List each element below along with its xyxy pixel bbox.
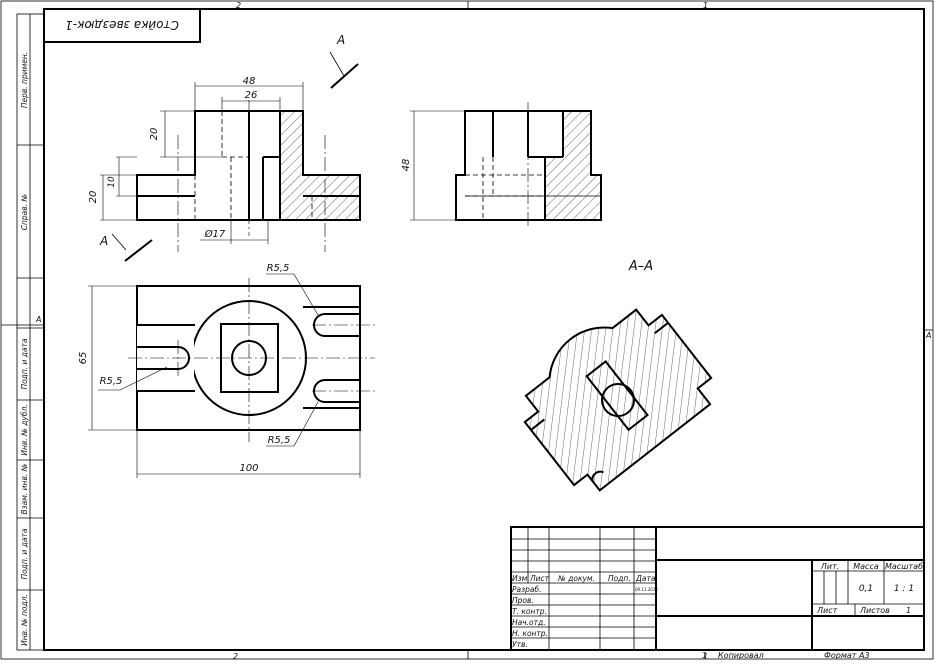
dim-10: 10 [107, 176, 117, 188]
strip-label-3: Подп. и дата [20, 338, 29, 389]
section-arrow-bottom [111, 233, 153, 262]
footer-format: Формат А3 [824, 651, 870, 660]
dim-100: 100 [239, 463, 258, 474]
dim-radius-left: R5,5 [100, 376, 123, 387]
strip-label-1: Перв. примен. [20, 52, 29, 108]
tb-mass-value: 0,1 [859, 584, 873, 594]
tb-scale-label: Масштаб [885, 562, 923, 571]
section-arrow-top-label: A [336, 33, 345, 47]
section-arrow-top [329, 51, 359, 89]
dim-20-left: 20 [88, 191, 99, 204]
corner-stamp-text: Стойка звездюк-1 [65, 18, 179, 32]
strip-label-6: Подп. и дата [20, 528, 29, 579]
dim-diameter-17: Ø17 [204, 228, 226, 240]
tb-sheets-label: Листов [859, 606, 890, 615]
tb-header-izm: Изм [512, 574, 528, 583]
zone-top-right: 1 [703, 1, 708, 10]
title-block [510, 526, 925, 651]
section-arrow-bottom-label: A [99, 234, 108, 248]
zone-side-left: A [35, 315, 41, 324]
footer-copied: Копировал [718, 651, 764, 660]
dim-radius-top: R5,5 [267, 263, 290, 274]
strip-label-7: Инв. № подл. [20, 594, 29, 646]
dim-65: 65 [78, 352, 89, 365]
dim-radius-bottom: R5,5 [268, 435, 291, 446]
dim-48-side: 48 [401, 159, 412, 172]
tb-header-doc: № докум. [557, 574, 595, 583]
tb-lit-label: Лит. [820, 562, 839, 571]
tb-role-develop: Разраб. [512, 585, 541, 594]
footer-page: 1 [702, 651, 707, 660]
tb-scale-value: 1 : 1 [894, 584, 914, 594]
tb-mass-label: Масса [853, 562, 879, 571]
tb-sheet-label: Лист [816, 606, 838, 615]
tb-role-ncontrol: Н. контр. [512, 629, 548, 638]
zone-side-right: A [925, 331, 931, 340]
top-view [88, 273, 375, 478]
dim-20-top: 20 [149, 128, 160, 141]
tb-sheets-value: 1 [906, 606, 911, 615]
tb-header-date: Дата [635, 574, 656, 583]
side-view [410, 102, 602, 228]
dim-48: 48 [243, 76, 256, 87]
corner-stamp: Стойка звездюк-1 [43, 8, 201, 43]
tb-header-sign: Подп. [608, 574, 631, 583]
tb-role-tcontrol: Т. контр. [512, 607, 547, 616]
dim-26: 26 [245, 90, 258, 101]
tb-role-check: Пров. [512, 596, 534, 605]
zone-bottom-right: 1 [703, 652, 708, 661]
strip-label-2: Справ. № [20, 194, 29, 231]
tb-header-list: Лист [529, 574, 550, 583]
strip-label-4: Инв. № дубл. [20, 404, 29, 455]
zone-bottom-left: 2 [233, 652, 238, 661]
tb-date-value: 09.11.2016 [635, 587, 658, 592]
section-title: A–A [628, 259, 653, 274]
tb-role-approve: Утв. [512, 640, 528, 649]
front-view [100, 82, 361, 252]
section-a-a [523, 308, 713, 492]
strip-label-5: Взам. инв. № [20, 463, 29, 514]
left-strip [16, 13, 45, 651]
tb-role-head: Нач.отд. [512, 618, 546, 627]
zone-top-left: 2 [236, 1, 241, 10]
